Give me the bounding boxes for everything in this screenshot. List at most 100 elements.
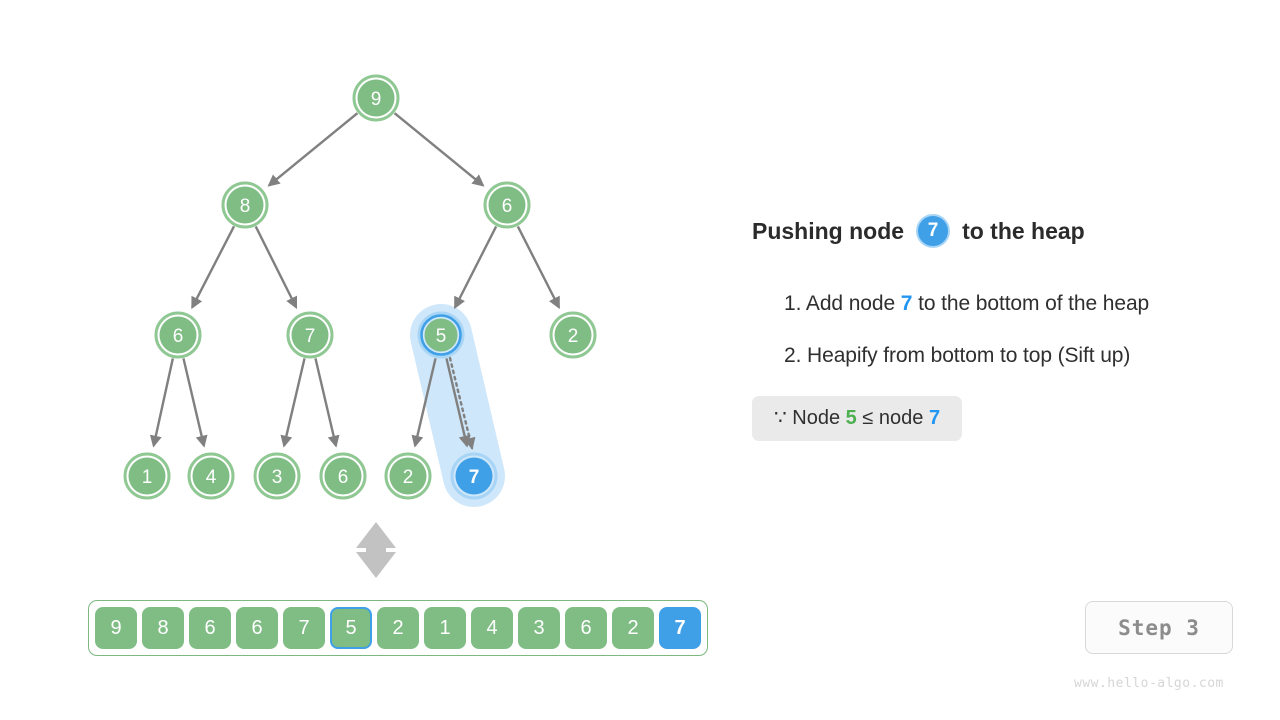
tree-node-ring xyxy=(253,452,301,500)
watermark: www.hello-algo.com xyxy=(1074,676,1224,691)
page-title: Pushing node 7 to the heap xyxy=(752,214,1085,248)
tree-node[interactable]: 4 xyxy=(187,452,235,500)
tree-node[interactable]: 1 xyxy=(123,452,171,500)
tree-edge xyxy=(393,112,485,187)
tree-node-circle xyxy=(159,316,197,354)
array-cell[interactable]: 6 xyxy=(236,607,278,649)
tree-node-circle xyxy=(488,186,526,224)
step-1-value: 7 xyxy=(900,292,913,315)
array-cell[interactable]: 7 xyxy=(283,607,325,649)
reason-label-a: Node xyxy=(792,407,841,429)
tree-node-label: 1 xyxy=(142,467,153,488)
tree-node-circle xyxy=(455,457,493,495)
tree-node-ring xyxy=(154,311,202,359)
step-2-text: 2. Heapify from bottom to top (Sift up) xyxy=(784,344,1131,367)
tree-node-ring xyxy=(417,311,465,359)
tree-node[interactable]: 6 xyxy=(483,181,531,229)
tree-node-label: 6 xyxy=(338,467,349,488)
tree-node[interactable]: 5 xyxy=(417,311,465,359)
array-cell[interactable]: 7 xyxy=(659,607,701,649)
array-cell[interactable]: 8 xyxy=(142,607,184,649)
step-1-index: 1. xyxy=(784,292,802,315)
tree-node[interactable]: 7 xyxy=(286,311,334,359)
tree-node-label: 6 xyxy=(173,326,184,347)
tree-node-label: 5 xyxy=(436,326,447,347)
tree-edges xyxy=(149,112,561,448)
tree-edge xyxy=(453,225,498,310)
tree-node-ring xyxy=(483,181,531,229)
reason-operator: ≤ xyxy=(862,407,874,429)
tree-node-ring xyxy=(221,181,269,229)
tree-node-ring xyxy=(549,311,597,359)
array-cell[interactable]: 6 xyxy=(189,607,231,649)
explanation-panel: Pushing node 7 to the heap 1. Add node 7… xyxy=(752,0,1280,720)
tree-node[interactable]: 6 xyxy=(154,311,202,359)
tree-node[interactable]: 6 xyxy=(319,452,367,500)
title-suffix: to the heap xyxy=(962,217,1085,244)
tree-node-circle xyxy=(258,457,296,495)
tree-node[interactable]: 9 xyxy=(352,74,400,122)
tree-node[interactable]: 2 xyxy=(549,311,597,359)
tree-node-circle xyxy=(291,316,329,354)
step-1-text: 1. Add node 7 to the bottom of the heap xyxy=(784,292,1149,316)
array-cell[interactable]: 5 xyxy=(330,607,372,649)
array-cell[interactable]: 2 xyxy=(377,607,419,649)
array-cell[interactable]: 6 xyxy=(565,607,607,649)
tree-nodes: 9 8 6 6 7 5 2 1 4 3 6 2 7 xyxy=(123,74,597,500)
tree-node-ring xyxy=(319,452,367,500)
reason-value-b: 7 xyxy=(928,407,941,429)
tree-node-circle xyxy=(324,457,362,495)
array-cell[interactable]: 3 xyxy=(518,607,560,649)
tree-edge xyxy=(411,358,437,448)
tree-edge xyxy=(267,112,359,187)
tree-node-ring xyxy=(187,452,235,500)
array-cell[interactable]: 4 xyxy=(471,607,513,649)
tree-node-circle xyxy=(389,457,427,495)
because-symbol: ∵ xyxy=(774,407,787,429)
tree-node-ring xyxy=(450,452,498,500)
tree-node-ring xyxy=(352,74,400,122)
tree-node-label: 3 xyxy=(272,467,283,488)
tree-node-circle xyxy=(554,316,592,354)
array-cell[interactable]: 2 xyxy=(612,607,654,649)
reason-label-b: node xyxy=(878,407,924,429)
step-1-after: to the bottom of the heap xyxy=(918,292,1150,315)
sync-double-arrow-icon xyxy=(356,522,396,578)
tree-node[interactable]: 8 xyxy=(221,181,269,229)
tree-edge xyxy=(445,358,471,448)
title-prefix: Pushing node xyxy=(752,217,905,244)
tree-edge xyxy=(191,225,236,310)
step-badge: Step 3 xyxy=(1085,601,1233,654)
tree-node-label: 2 xyxy=(403,467,414,488)
array-cell[interactable]: 9 xyxy=(95,607,137,649)
sift-up-arrow xyxy=(448,356,476,450)
array-cell[interactable]: 1 xyxy=(424,607,466,649)
tree-edge xyxy=(254,225,298,309)
tree-node-label: 6 xyxy=(502,196,513,217)
tree-node-label: 9 xyxy=(371,89,382,110)
tree-edge xyxy=(280,358,306,448)
step-1-before: Add node xyxy=(805,292,896,315)
tree-node-circle xyxy=(226,186,264,224)
reason-value-a: 5 xyxy=(845,407,857,429)
tree-node[interactable]: 7 xyxy=(450,452,498,500)
tree-node-circle xyxy=(192,457,230,495)
tree-node-label: 7 xyxy=(469,467,480,488)
tree-node[interactable]: 2 xyxy=(384,452,432,500)
tree-node-ring xyxy=(123,452,171,500)
tree-edge xyxy=(516,225,561,310)
tree-node-label: 8 xyxy=(240,196,251,217)
tree-node-ring xyxy=(286,311,334,359)
tree-node[interactable]: 3 xyxy=(253,452,301,500)
tree-node-circle xyxy=(424,318,458,352)
title-node-badge: 7 xyxy=(916,214,951,248)
reason-box: ∵ Node 5 ≤ node 7 xyxy=(752,396,963,441)
tree-node-label: 4 xyxy=(206,467,217,488)
tree-node-label: 7 xyxy=(305,326,316,347)
tree-node-circle xyxy=(128,457,166,495)
tree-edge xyxy=(149,358,175,448)
tree-edge xyxy=(182,358,208,448)
tree-edge xyxy=(314,358,340,448)
